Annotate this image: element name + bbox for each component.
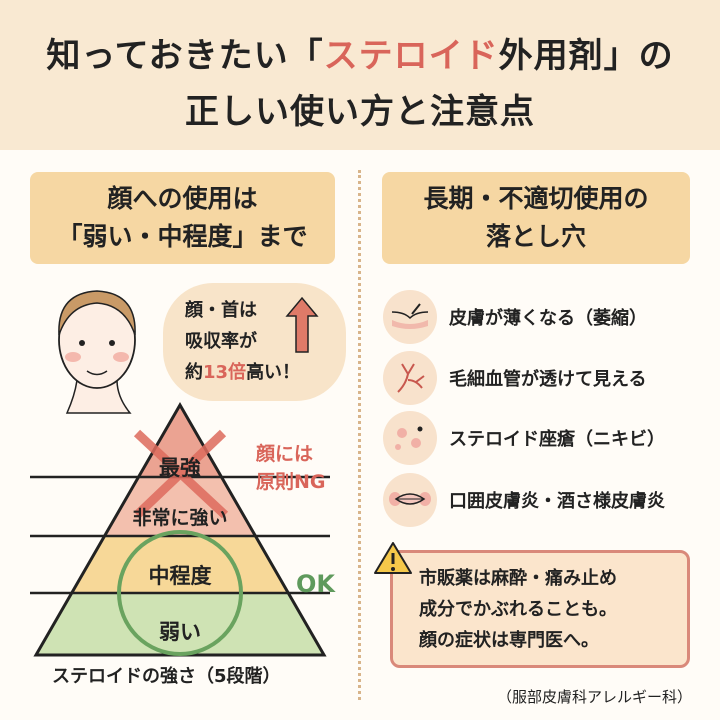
mouth-dermatitis-icon bbox=[383, 473, 437, 527]
list-item: 毛細血管が透けて見える bbox=[383, 350, 646, 406]
pyramid-tier-weak bbox=[36, 593, 324, 655]
right-heading: 長期・不適切使用の 落とし穴 bbox=[382, 172, 690, 264]
acne-icon bbox=[383, 411, 437, 465]
page-title-line2: 正しい使い方と注意点 bbox=[185, 92, 535, 132]
pyramid-caption: ステロイドの強さ（5段階） bbox=[52, 666, 281, 687]
woman-face-illustration bbox=[58, 290, 136, 414]
ok-label: OK bbox=[296, 570, 335, 598]
tier-label-very-strong: 非常に強い bbox=[132, 507, 228, 529]
list-item: 皮膚が薄くなる（萎縮） bbox=[383, 289, 647, 345]
ok-circle-icon bbox=[117, 530, 243, 656]
tier-label-medium: 中程度 bbox=[148, 564, 212, 588]
bubble-line2: 吸収率が bbox=[185, 331, 257, 352]
skin-thinning-icon bbox=[383, 290, 437, 344]
ng-label: 顔には原則NG bbox=[256, 443, 326, 493]
dotted-divider bbox=[358, 170, 361, 700]
list-item: ステロイド座瘡（ニキビ） bbox=[383, 410, 665, 466]
up-arrow-icon bbox=[285, 296, 319, 353]
steroid-strength-pyramid bbox=[30, 401, 330, 657]
bubble-line1: 顔・首は bbox=[185, 300, 257, 321]
credit: （服部皮膚科アレルギー科） bbox=[497, 688, 693, 706]
warning-line2: 成分でかぶれることも。 bbox=[419, 599, 617, 620]
warning-line1: 市販薬は麻酔・痛み止め bbox=[419, 568, 617, 589]
ng-cross-icon bbox=[133, 429, 229, 519]
right-heading-line1: 長期・不適切使用の bbox=[423, 184, 649, 213]
left-heading-line1: 顔への使用は bbox=[107, 184, 258, 213]
left-heading: 顔への使用は 「弱い・中程度」まで bbox=[30, 172, 335, 264]
bubble-line3: 約13倍高い！ bbox=[185, 362, 301, 383]
absorption-speech-bubble: 顔・首は 吸収率が 約13倍高い！ bbox=[163, 283, 346, 401]
tier-label-weak: 弱い bbox=[159, 620, 201, 644]
blood-vessel-icon bbox=[383, 351, 437, 405]
page-title-line1: 知っておきたい「ステロイド外用剤」の bbox=[46, 36, 674, 76]
warning-box: 市販薬は麻酔・痛み止め 成分でかぶれることも。 顔の症状は専門医へ。 bbox=[390, 550, 690, 668]
left-heading-line2: 「弱い・中程度」まで bbox=[57, 222, 308, 251]
list-item: 口囲皮膚炎・酒さ様皮膚炎 bbox=[383, 472, 665, 528]
right-heading-line2: 落とし穴 bbox=[485, 222, 586, 251]
warning-line3: 顔の症状は専門医へ。 bbox=[419, 630, 599, 651]
tier-label-strongest: 最強 bbox=[159, 456, 201, 480]
warning-icon bbox=[374, 542, 412, 574]
header-band bbox=[0, 0, 720, 150]
